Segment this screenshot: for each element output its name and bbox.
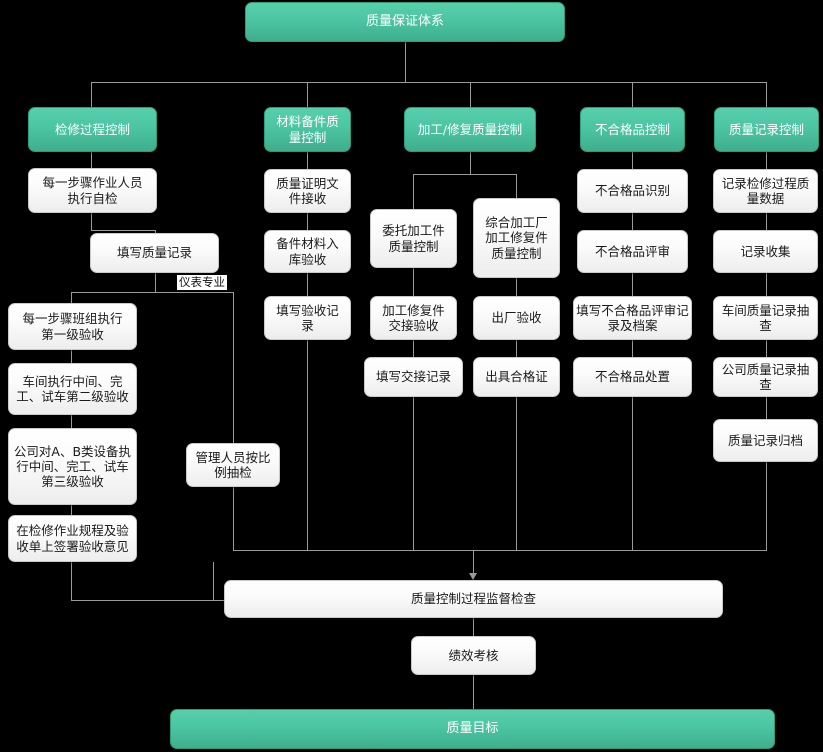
node-c4-nonconforming-identification[interactable]: 不合格品识别 xyxy=(577,169,688,213)
node-category-quality-record-control[interactable]: 质量记录控制 xyxy=(714,107,819,152)
connector-c3b-c xyxy=(516,340,517,357)
connector-c1-d xyxy=(71,350,72,363)
connector-c1-to-footer-h xyxy=(71,600,226,601)
connector-c1-b-h xyxy=(91,230,155,231)
node-category-material-spare-parts-quality-control[interactable]: 材料备件质 量控制 xyxy=(264,107,351,152)
connector-manager-down xyxy=(233,487,234,550)
connector-c3-split xyxy=(413,174,517,175)
node-c5-record-overhaul-quality-data[interactable]: 记录检修过程质 量数据 xyxy=(713,169,818,213)
connector-instrument-branch-v xyxy=(233,292,234,443)
connector-convergence-down xyxy=(473,550,474,575)
node-footer-performance-appraisal[interactable]: 绩效考核 xyxy=(411,636,536,675)
connector-c3-down xyxy=(470,152,471,174)
node-footer-supervision-inspection[interactable]: 质量控制过程监督检查 xyxy=(224,580,723,618)
connector-c4-tail xyxy=(632,397,633,550)
arrow-to-supervision xyxy=(469,573,477,580)
connector-c1-c xyxy=(155,273,156,292)
node-c1-self-inspection[interactable]: 每一步骤作业人员 执行自检 xyxy=(28,168,157,213)
node-root-quality-assurance-system[interactable]: 质量保证体系 xyxy=(245,2,565,42)
connector-c1-f xyxy=(71,505,72,515)
node-c3a-outsourced-part-quality-control[interactable]: 委托加工件 质量控制 xyxy=(370,209,457,268)
connector-c5-a xyxy=(766,152,767,169)
node-category-overhaul-process-control[interactable]: 检修过程控制 xyxy=(28,107,157,152)
connector-c1-a xyxy=(91,152,92,169)
connector-c3b-b xyxy=(516,278,517,296)
connector-c2-tail xyxy=(307,340,308,550)
node-c3a-repaired-part-handover-acceptance[interactable]: 加工修复件 交接验收 xyxy=(370,296,457,340)
node-c3b-comprehensive-plant-quality-control[interactable]: 综合加工厂 加工修复件 质量控制 xyxy=(473,198,560,278)
connector-c3a-tail xyxy=(413,397,414,550)
node-c4-nonconforming-review[interactable]: 不合格品评审 xyxy=(577,230,688,273)
node-c5-record-archiving[interactable]: 质量记录归档 xyxy=(713,419,818,462)
connector-root-down xyxy=(405,42,406,82)
connector-c2-a xyxy=(307,152,308,169)
connector-c5-e xyxy=(766,397,767,419)
connector-c5-tail xyxy=(766,462,767,550)
connector-c1-tail xyxy=(213,562,214,600)
node-c1-sign-acceptance-opinion[interactable]: 在检修作业规程及验 收单上签署验收意见 xyxy=(8,515,137,562)
connector-footer-a xyxy=(473,618,474,636)
node-c1-workshop-second-level-acceptance[interactable]: 车间执行中间、完 工、试车第二级验收 xyxy=(8,363,137,415)
connector-c4-b xyxy=(632,212,633,230)
connector-c1-b-v xyxy=(155,230,156,233)
node-c5-company-record-sampling[interactable]: 公司质量记录抽 查 xyxy=(713,357,818,397)
connector-c4-d xyxy=(632,340,633,357)
connector-c5-d xyxy=(766,340,767,357)
connector-c4-a xyxy=(632,152,633,169)
node-c2-spare-parts-warehouse-acceptance[interactable]: 备件材料入 库验收 xyxy=(264,230,351,273)
connector-drop-cat4 xyxy=(632,82,633,108)
node-c4-fill-review-record-archive[interactable]: 填写不合格品评审记 录及档案 xyxy=(573,296,692,340)
connector-drop-cat2 xyxy=(307,82,308,108)
connector-c1-e xyxy=(71,415,72,428)
connector-drop-cat3 xyxy=(470,82,471,108)
connector-c3a-c xyxy=(413,340,414,357)
connector-c2-b xyxy=(307,212,308,230)
label-instrument-specialty: 仪表专业 xyxy=(177,275,227,290)
node-c1-manager-sampling-inspection[interactable]: 管理人员按比 例抽检 xyxy=(186,443,280,487)
connector-drop-cat1 xyxy=(91,82,92,108)
node-c1-fill-quality-record[interactable]: 填写质量记录 xyxy=(90,233,219,273)
connector-convergence-bar xyxy=(233,550,767,551)
connector-c1-split xyxy=(71,292,234,293)
connector-c4-c xyxy=(632,273,633,296)
connector-c5-c xyxy=(766,273,767,296)
node-c2-fill-acceptance-record[interactable]: 填写验收记 录 xyxy=(264,296,351,340)
connector-c3a-drop xyxy=(413,174,414,209)
node-c3b-issue-certificate-of-conformity[interactable]: 出具合格证 xyxy=(473,357,560,397)
connector-c1-split-left xyxy=(71,292,72,303)
node-c5-workshop-record-sampling[interactable]: 车间质量记录抽 查 xyxy=(713,296,818,340)
connector-c3a-b xyxy=(413,268,414,296)
connector-c1-to-footer-v xyxy=(71,562,72,600)
node-c5-record-collection[interactable]: 记录收集 xyxy=(713,230,818,273)
connector-c5-b xyxy=(766,212,767,230)
node-c1-company-third-level-acceptance[interactable]: 公司对A、B类设备执 行中间、完工、试车 第三级验收 xyxy=(8,428,137,505)
connector-drop-cat5 xyxy=(766,82,767,108)
connector-footer-b xyxy=(473,675,474,709)
connector-c2-c xyxy=(307,273,308,296)
connector-distribution-bar xyxy=(91,82,766,83)
node-c3b-factory-acceptance[interactable]: 出厂验收 xyxy=(473,296,560,340)
node-c3a-fill-handover-record[interactable]: 填写交接记录 xyxy=(364,357,463,397)
node-category-machining-repair-quality-control[interactable]: 加工/修复质量控制 xyxy=(404,107,536,152)
node-category-nonconforming-product-control[interactable]: 不合格品控制 xyxy=(580,107,685,152)
connector-c1-b xyxy=(91,212,92,230)
node-c2-quality-certificate-receipt[interactable]: 质量证明文 件接收 xyxy=(264,169,351,213)
node-c4-nonconforming-disposal[interactable]: 不合格品处置 xyxy=(573,357,692,397)
node-c1-team-first-level-acceptance[interactable]: 每一步骤班组执行 第一级验收 xyxy=(8,303,137,350)
node-footer-quality-objective[interactable]: 质量目标 xyxy=(170,709,775,749)
connector-c3b-drop xyxy=(516,174,517,198)
connector-c3b-tail xyxy=(516,397,517,550)
